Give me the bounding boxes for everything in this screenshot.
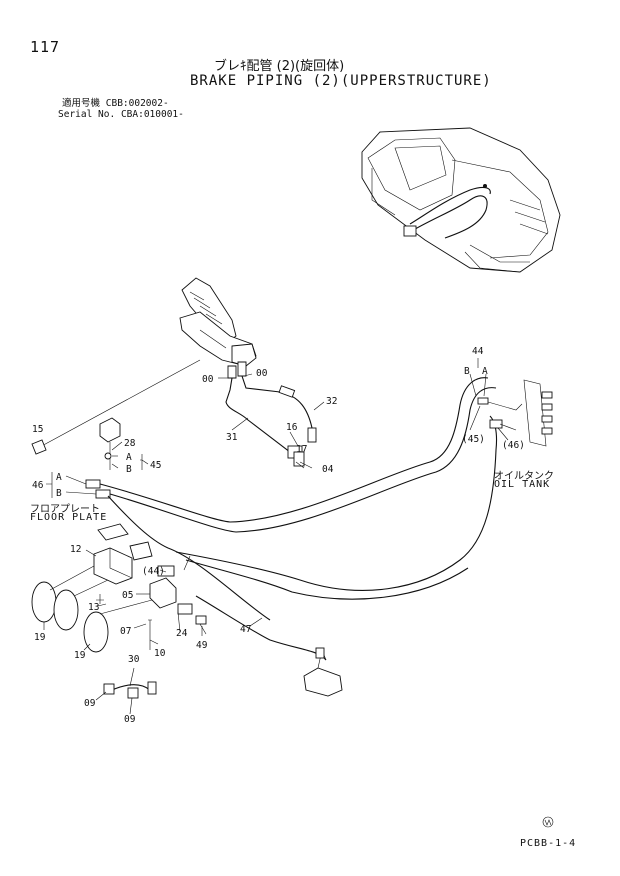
callout-12: 12 xyxy=(70,544,81,555)
callout-17: 17 xyxy=(296,444,307,455)
callout-05: 05 xyxy=(122,590,133,601)
oil-tank-fittings xyxy=(477,379,553,447)
floor-plate-label-en: FLOOR PLATE xyxy=(30,512,108,523)
applicable-value: CBB:002002- xyxy=(105,98,169,109)
brake-pedal-assembly xyxy=(179,277,257,379)
callout-44: 44 xyxy=(472,346,484,357)
serial-value: CBA:010001- xyxy=(120,109,184,120)
serial-number-line: Serial No. CBA:010001- xyxy=(58,109,184,120)
callout-45-paren: (45) xyxy=(462,434,485,445)
callout-15: 15 xyxy=(32,424,43,435)
callout-07: 07 xyxy=(120,626,131,637)
callout-a-upper: A xyxy=(126,452,132,463)
applicable-label: 適用号機 xyxy=(62,98,101,109)
title-english: BRAKE PIPING (2)(UPPERSTRUCTURE) xyxy=(190,73,492,89)
oil-tank-label-jp: オイルタンク xyxy=(494,471,554,482)
callout-04: 04 xyxy=(322,464,334,475)
valve-bracket-group xyxy=(93,523,207,650)
callout-31: 31 xyxy=(226,432,238,443)
floor-pad-3 xyxy=(83,611,109,653)
callout-24: 24 xyxy=(176,628,188,639)
callout-a-left: A xyxy=(56,472,62,483)
floor-pad-2 xyxy=(53,589,79,631)
machine-overview-inset xyxy=(361,127,561,273)
callout-32: 32 xyxy=(326,396,337,407)
callout-28: 28 xyxy=(124,438,136,449)
floor-pad-1 xyxy=(31,581,57,623)
revision-mark-icon xyxy=(542,816,554,828)
callout-a-right: A xyxy=(482,366,488,377)
callout-00-right: 00 xyxy=(256,368,268,379)
callout-10: 10 xyxy=(154,648,166,659)
footer-page-code: PCBB-1-4 xyxy=(520,838,577,849)
callout-09-lower: 09 xyxy=(124,714,136,725)
callout-44-paren: (44) xyxy=(142,566,165,577)
callout-46: 46 xyxy=(32,480,44,491)
callout-47: 47 xyxy=(240,624,251,635)
page-number: 117 xyxy=(30,38,61,56)
applicable-model-line: 適用号機 CBB:002002- xyxy=(62,98,169,109)
callout-46-paren: (46) xyxy=(502,440,525,451)
callout-19-left: 19 xyxy=(34,632,46,643)
callout-49: 49 xyxy=(196,640,208,651)
callout-b-upper: B xyxy=(126,464,132,475)
floor-plate-label-jp: フロアプレート xyxy=(30,504,100,515)
callout-19-lower: 19 xyxy=(74,650,86,661)
callout-16: 16 xyxy=(286,422,298,433)
title-japanese: ブレｷ配管 (2)(旋回体) xyxy=(214,59,345,74)
serial-label: Serial No. xyxy=(58,109,116,120)
callout-b-left: B xyxy=(56,488,62,499)
callout-30: 30 xyxy=(128,654,140,665)
oil-tank-label-en: OIL TANK xyxy=(494,479,551,490)
callout-45: 45 xyxy=(150,460,161,471)
callout-b-right: B xyxy=(464,366,470,377)
callout-00-left: 00 xyxy=(202,374,214,385)
callout-13: 13 xyxy=(88,602,99,613)
callout-09-left: 09 xyxy=(84,698,96,709)
